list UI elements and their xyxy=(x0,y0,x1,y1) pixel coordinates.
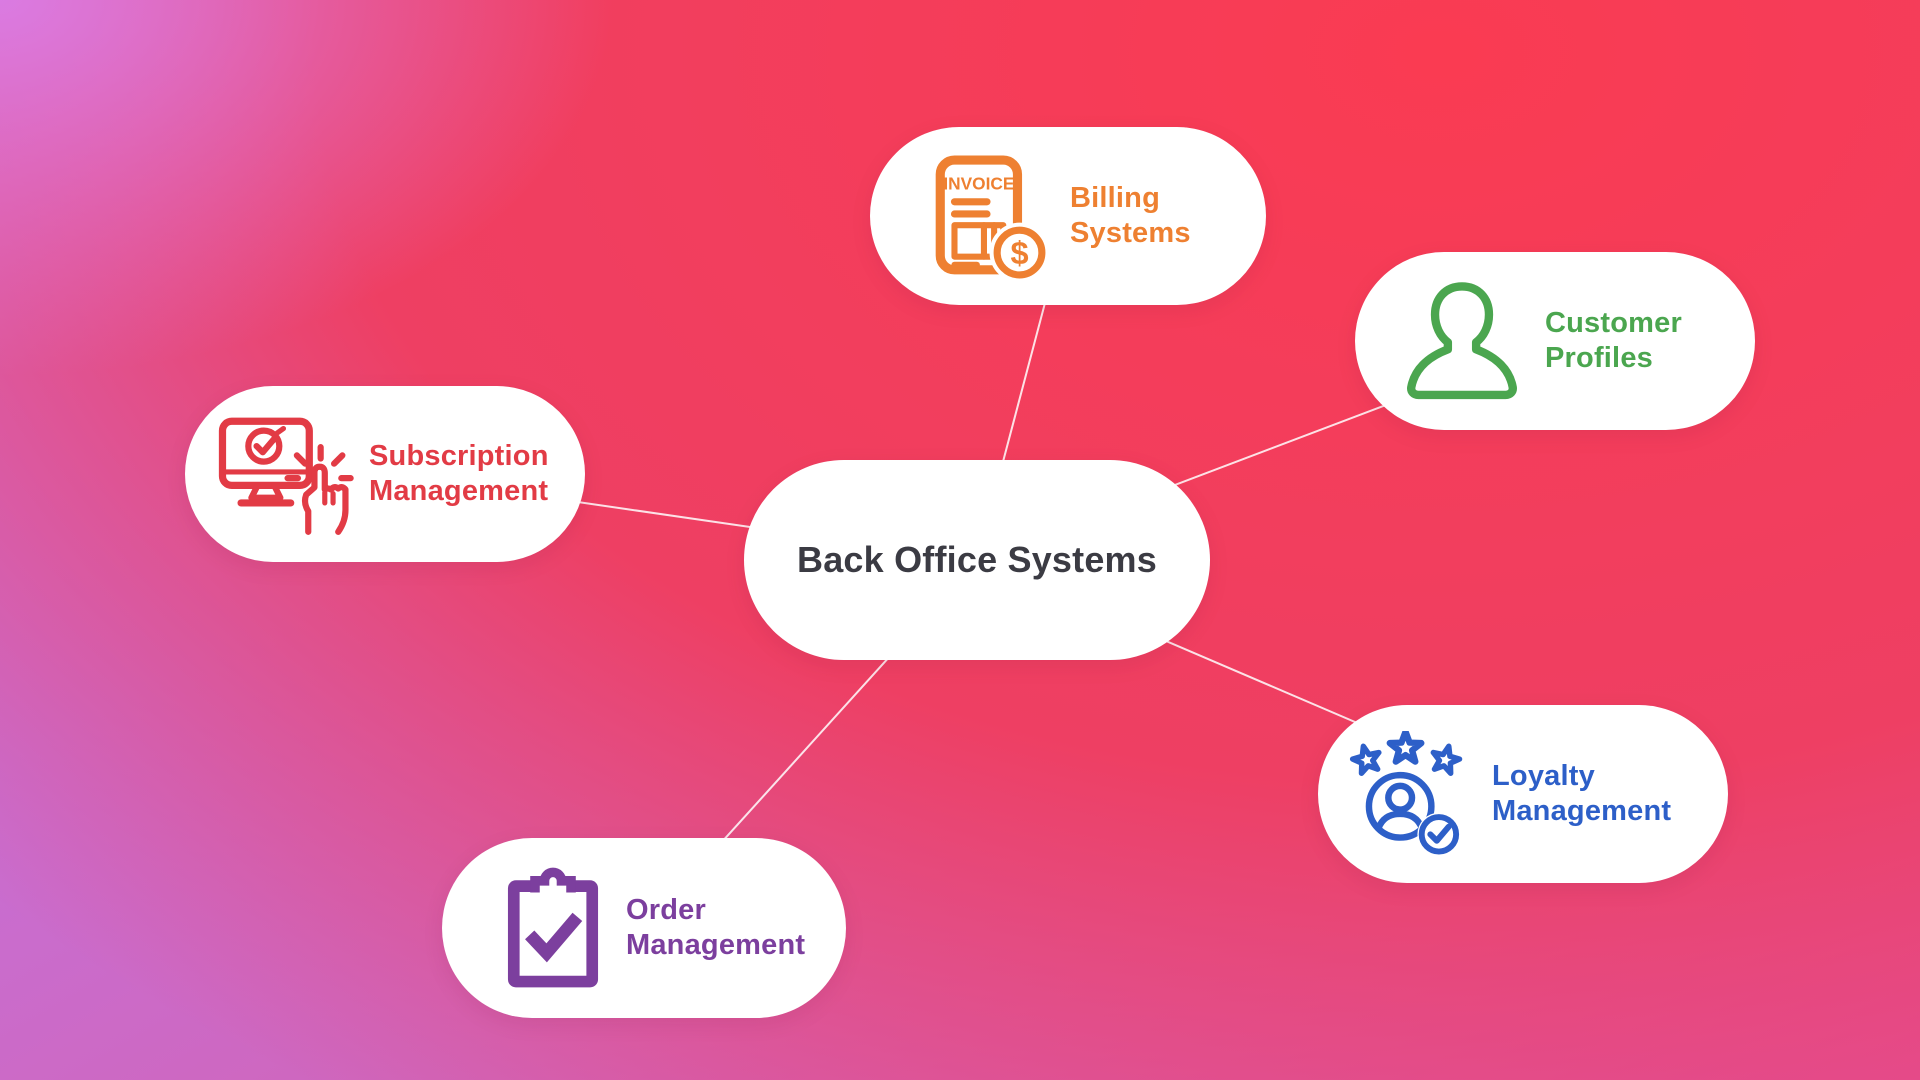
center-node-label: Back Office Systems xyxy=(797,539,1157,580)
invoice-icon: INVOICE $ xyxy=(935,155,1048,279)
svg-text:$: $ xyxy=(1010,235,1028,271)
node-label-subscription-management: Subscription Management xyxy=(369,439,549,507)
node-label-customer-profiles: Customer Profiles xyxy=(1545,306,1682,374)
node-back-office-systems[interactable]: Back Office Systems xyxy=(744,460,1210,660)
node-label-billing-systems: Billing Systems xyxy=(1070,181,1191,249)
node-label-loyalty-management: Loyalty Management xyxy=(1492,759,1672,827)
svg-text:INVOICE: INVOICE xyxy=(943,174,1014,194)
person-icon xyxy=(1407,282,1517,400)
stars-member-icon xyxy=(1349,730,1463,856)
clipboard-check-icon xyxy=(507,867,599,988)
node-label-order-management: Order Management xyxy=(626,893,806,961)
node-subscription-management[interactable]: Subscription Management xyxy=(185,386,585,562)
node-loyalty-management[interactable]: Loyalty Management xyxy=(1318,705,1728,883)
node-billing-systems[interactable]: INVOICE $ Billing Systems xyxy=(870,127,1266,305)
node-order-management[interactable]: Order Management xyxy=(442,838,846,1018)
node-customer-profiles[interactable]: Customer Profiles xyxy=(1355,252,1755,430)
monitor-click-icon xyxy=(218,417,354,535)
